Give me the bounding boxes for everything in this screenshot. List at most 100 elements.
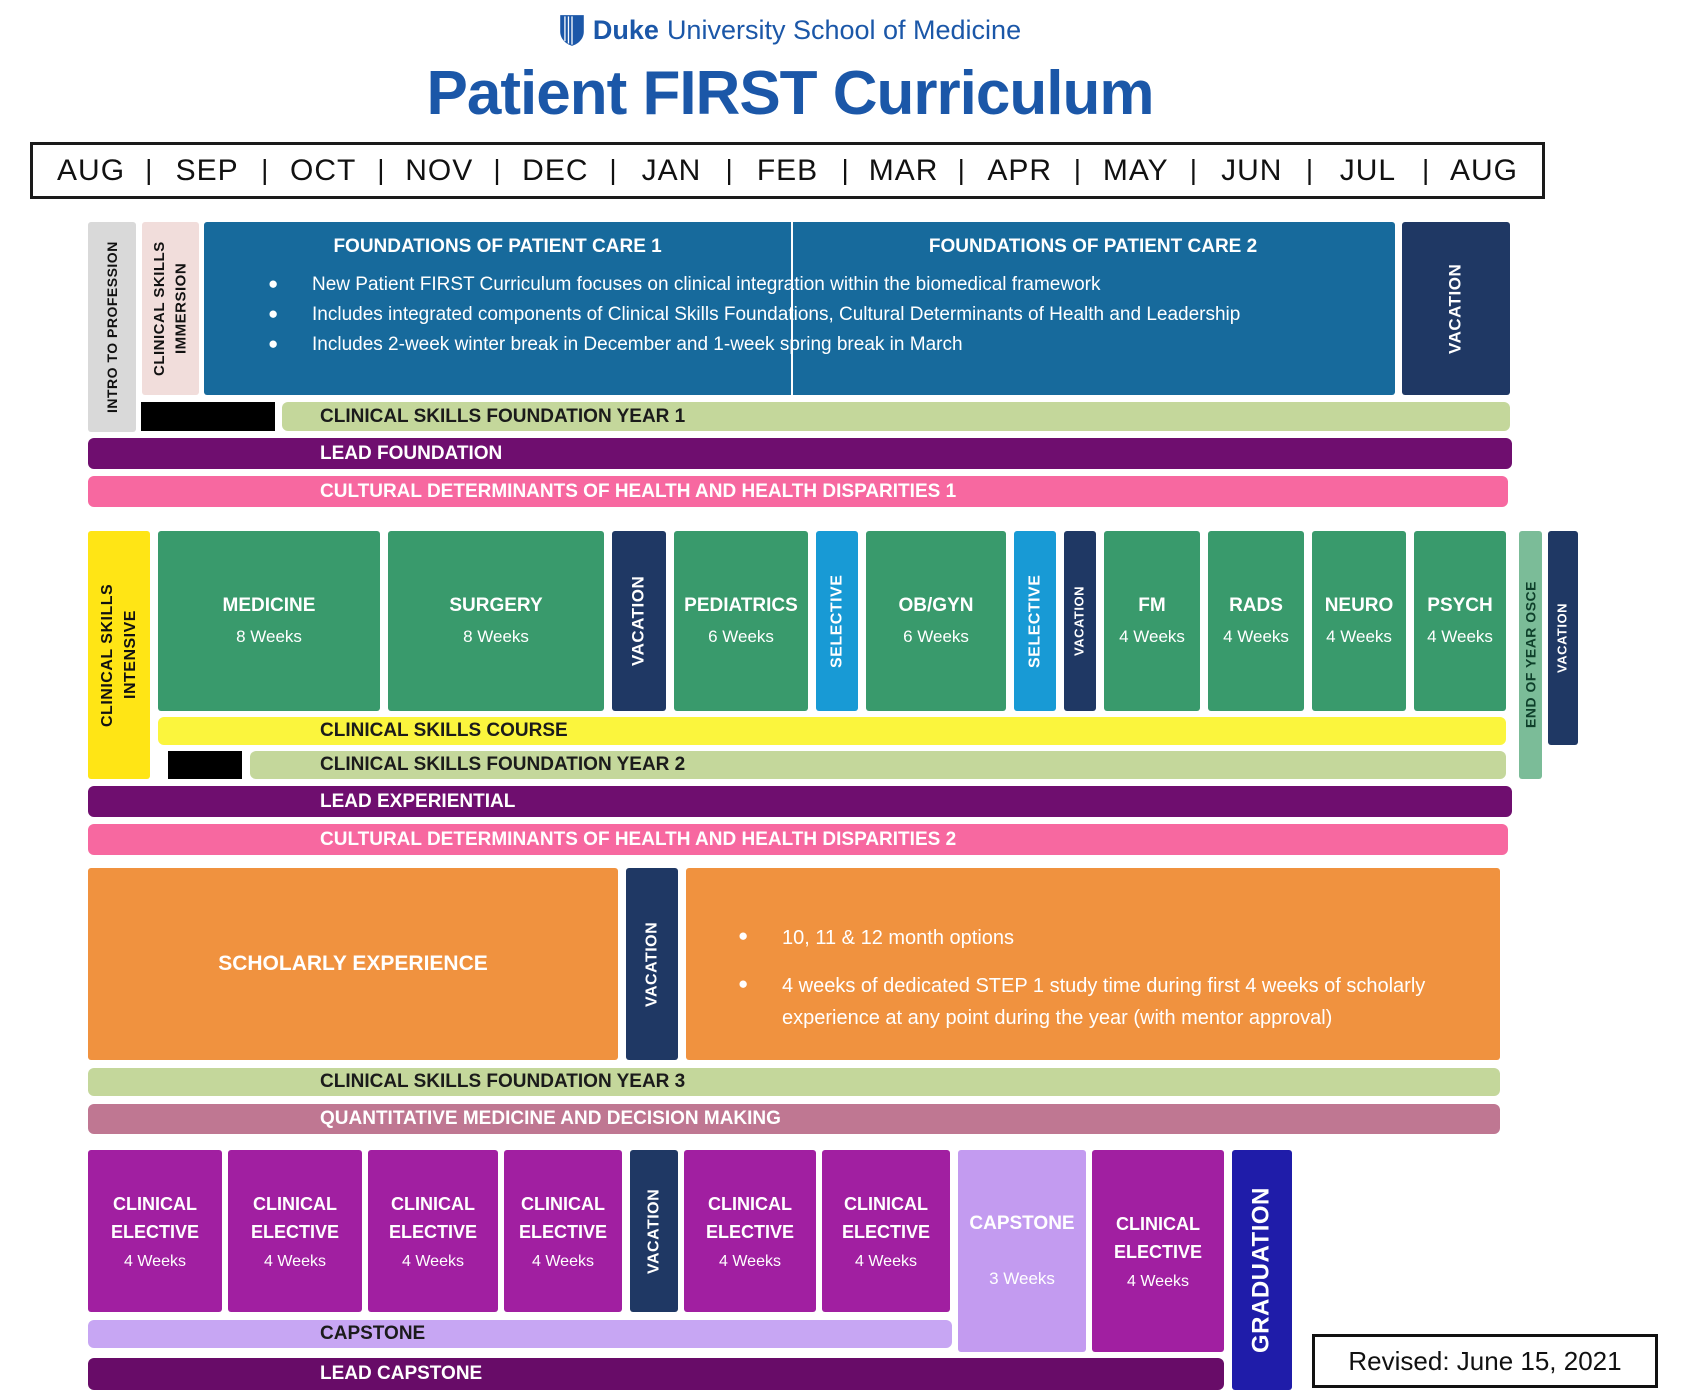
elective-name: CLINICAL ELECTIVE	[110, 1194, 199, 1242]
month-label: APR	[958, 154, 1078, 188]
bar-clinical-skills-foundation-3: CLINICAL SKILLS FOUNDATION YEAR 3	[88, 1068, 1500, 1096]
rotation-duration: 8 Weeks	[236, 627, 302, 646]
month-label: MAY	[1074, 154, 1194, 188]
block-clinical-elective-3: CLINICAL ELECTIVE 4 Weeks	[368, 1150, 498, 1312]
bar-clinical-skills-course: CLINICAL SKILLS COURSE	[158, 717, 1506, 745]
block-clinical-elective-1: CLINICAL ELECTIVE 4 Weeks	[88, 1150, 222, 1312]
capstone-duration: 3 Weeks	[989, 1269, 1055, 1288]
block-rotation-fm: FM 4 Weeks	[1104, 531, 1200, 711]
month-label: FEB	[725, 154, 845, 188]
block-rotation-surgery: SURGERY 8 Weeks	[388, 531, 604, 711]
bullet-item: ● 10, 11 & 12 month options	[738, 922, 1518, 954]
rotation-duration: 4 Weeks	[1427, 627, 1493, 646]
rotation-duration: 8 Weeks	[463, 627, 529, 646]
rotation-duration: 4 Weeks	[1326, 627, 1392, 646]
bar-clinical-skills-foundation-2: CLINICAL SKILLS FOUNDATION YEAR 2	[250, 751, 1506, 779]
block-rotation-obgyn: OB/GYN 6 Weeks	[866, 531, 1006, 711]
elective-name: CLINICAL ELECTIVE	[518, 1194, 607, 1242]
bullet-item: ● New Patient FIRST Curriculum focuses o…	[268, 274, 1365, 296]
logo-duke-text: Duke	[592, 15, 659, 45]
block-vacation-spring: VACATION	[1064, 531, 1096, 711]
block-scholarly-notes	[686, 868, 1500, 1060]
block-rotation-psych: PSYCH 4 Weeks	[1414, 531, 1506, 711]
rotation-duration: 6 Weeks	[708, 627, 774, 646]
block-vacation-winter: VACATION	[612, 531, 666, 711]
bullet-text: 4 weeks of dedicated STEP 1 study time d…	[782, 975, 1426, 1029]
elective-duration: 4 Weeks	[855, 1252, 917, 1270]
block-vacation-year2-end: VACATION	[1548, 531, 1578, 745]
block-vacation-year1: VACATION	[1402, 222, 1510, 395]
block-clinical-elective-7: CLINICAL ELECTIVE 4 Weeks	[1092, 1150, 1224, 1352]
month-label: AUG	[1422, 154, 1542, 188]
elective-name: CLINICAL ELECTIVE	[705, 1194, 794, 1242]
bar-lead-capstone: LEAD CAPSTONE	[88, 1358, 1224, 1390]
bullet-dot: ●	[738, 974, 749, 993]
bar-lead-foundation: LEAD FOUNDATION	[88, 438, 1512, 469]
black-bar-year2	[168, 751, 242, 779]
bar-clinical-skills-foundation-1: CLINICAL SKILLS FOUNDATION YEAR 1	[282, 402, 1510, 431]
rotation-duration: 4 Weeks	[1119, 627, 1185, 646]
elective-name: CLINICAL ELECTIVE	[388, 1194, 477, 1242]
block-capstone: CAPSTONE 3 Weeks	[958, 1150, 1086, 1352]
bullet-dot: ●	[268, 304, 279, 323]
elective-name: CLINICAL ELECTIVE	[841, 1194, 930, 1242]
elective-name: CLINICAL ELECTIVE	[250, 1194, 339, 1242]
month-label: JUL	[1306, 154, 1426, 188]
month-label: OCT	[261, 154, 381, 188]
bullet-text: Includes 2-week winter break in December…	[312, 334, 963, 355]
elective-duration: 4 Weeks	[532, 1252, 594, 1270]
bullet-text: 10, 11 & 12 month options	[782, 927, 1015, 949]
block-clinical-elective-2: CLINICAL ELECTIVE 4 Weeks	[228, 1150, 362, 1312]
rotation-name: RADS	[1229, 595, 1283, 616]
elective-duration: 4 Weeks	[124, 1252, 186, 1270]
block-clinical-elective-4: CLINICAL ELECTIVE 4 Weeks	[504, 1150, 622, 1312]
capstone-name: CAPSTONE	[969, 1213, 1075, 1234]
block-intro-to-profession: INTRO TO PROFESSION	[88, 222, 136, 432]
foundations-divider	[791, 222, 794, 395]
bullet-item: ● Includes integrated components of Clin…	[268, 304, 1365, 326]
bar-quantitative-medicine: QUANTITATIVE MEDICINE AND DECISION MAKIN…	[88, 1104, 1500, 1134]
block-clinical-elective-6: CLINICAL ELECTIVE 4 Weeks	[822, 1150, 950, 1312]
bar-cultural-determinants-2: CULTURAL DETERMINANTS OF HEALTH AND HEAL…	[88, 824, 1508, 855]
block-rotation-pediatrics: PEDIATRICS 6 Weeks	[674, 531, 808, 711]
month-label: AUG	[57, 153, 126, 187]
block-clinical-skills-immersion: CLINICAL SKILLS IMMERSION	[142, 222, 199, 395]
elective-duration: 4 Weeks	[719, 1252, 781, 1270]
rotation-duration: 4 Weeks	[1223, 627, 1289, 646]
rotation-name: SURGERY	[449, 595, 543, 616]
month-label: SEP	[145, 154, 265, 188]
month-label: DEC	[493, 154, 613, 188]
scholarly-bullet-list: ● 10, 11 & 12 month options ● 4 weeks of…	[738, 922, 1518, 1034]
block-vacation-year3: VACATION	[626, 868, 678, 1060]
month-axis: AUG SEP OCT NOV DEC JAN FEB MAR APR MAY …	[30, 142, 1545, 199]
bullet-dot: ●	[268, 334, 279, 353]
block-graduation: GRADUATION	[1232, 1150, 1292, 1390]
elective-duration: 4 Weeks	[264, 1252, 326, 1270]
page-title: Patient FIRST Curriculum	[426, 59, 1155, 128]
block-end-of-year-osce: END OF YEAR OSCE	[1519, 531, 1542, 779]
rotation-name: MEDICINE	[222, 595, 316, 616]
rotation-name: OB/GYN	[898, 595, 974, 616]
month-label: JUN	[1190, 154, 1310, 188]
bullet-dot: ●	[268, 274, 279, 293]
black-bar-year1	[141, 402, 275, 431]
rotation-name: PSYCH	[1427, 595, 1493, 616]
block-rotation-rads: RADS 4 Weeks	[1208, 531, 1304, 711]
block-rotation-neuro: NEURO 4 Weeks	[1312, 531, 1406, 711]
block-selective-1: SELECTIVE	[816, 531, 858, 711]
rotation-name: FM	[1138, 595, 1166, 616]
foundations-2-title: FOUNDATIONS OF PATIENT CARE 2	[928, 236, 1258, 257]
block-vacation-year4: VACATION	[630, 1150, 678, 1312]
foundations-1-title: FOUNDATIONS OF PATIENT CARE 1	[333, 236, 662, 257]
block-selective-2: SELECTIVE	[1014, 531, 1056, 711]
rotation-name: NEURO	[1324, 595, 1394, 616]
bullet-text: Includes integrated components of Clinic…	[312, 304, 1241, 325]
block-clinical-skills-intensive: CLINICAL SKILLS INTENSIVE	[88, 531, 150, 779]
month-label: JAN	[609, 154, 729, 188]
block-clinical-elective-5: CLINICAL ELECTIVE 4 Weeks	[684, 1150, 816, 1312]
elective-name: CLINICAL ELECTIVE	[1113, 1214, 1202, 1262]
revised-date-box: Revised: June 15, 2021	[1312, 1334, 1658, 1388]
bullet-dot: ●	[738, 926, 749, 945]
bar-cultural-determinants-1: CULTURAL DETERMINANTS OF HEALTH AND HEAL…	[88, 476, 1508, 507]
